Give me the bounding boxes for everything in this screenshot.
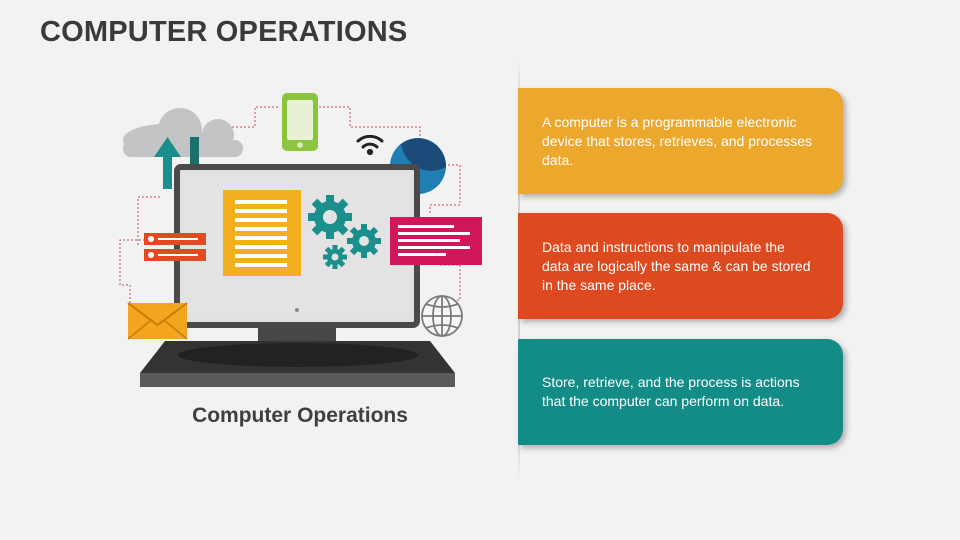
envelope-icon <box>127 302 188 340</box>
illustration-caption: Computer Operations <box>192 404 408 427</box>
info-card-3: Store, retrieve, and the process is acti… <box>518 339 843 445</box>
info-card-text: Store, retrieve, and the process is acti… <box>542 374 800 409</box>
computer-illustration <box>119 93 482 387</box>
gear-icon <box>308 195 381 269</box>
info-card-text: A computer is a programmable electronic … <box>542 113 813 168</box>
cloud-icon <box>123 108 243 157</box>
info-card-1: A computer is a programmable electronic … <box>518 88 843 194</box>
upload-arrow-icon <box>154 137 181 189</box>
info-card-text: Data and instructions to manipulate the … <box>542 238 811 293</box>
keyboard-base <box>140 341 455 387</box>
webpage-icon <box>390 217 482 265</box>
form-icon <box>144 233 206 261</box>
globe-icon <box>421 295 463 337</box>
document-icon <box>223 190 301 276</box>
smartphone-icon <box>282 93 318 151</box>
wifi-icon <box>356 134 384 156</box>
connector-lines <box>119 106 461 303</box>
slide-title: COMPUTER OPERATIONS <box>40 16 408 48</box>
info-card-2: Data and instructions to manipulate the … <box>518 213 843 319</box>
